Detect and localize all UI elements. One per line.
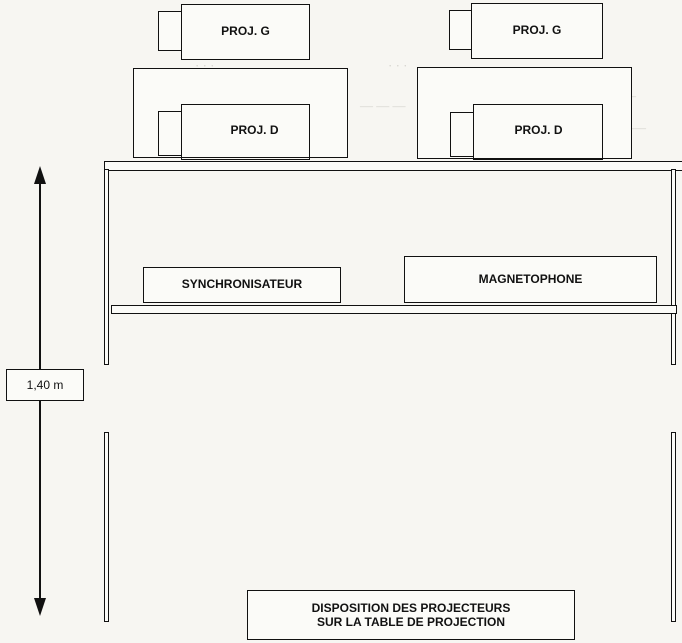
right-bottom-inner-projector: PROJ. D xyxy=(473,104,603,160)
right-bottom-lens xyxy=(450,112,474,157)
diagram-caption: DISPOSITION DES PROJECTEURS SUR LA TABLE… xyxy=(247,590,575,640)
table-right-leg-upper xyxy=(671,169,676,365)
height-label-box: 1,40 m xyxy=(6,369,84,401)
table-shelf xyxy=(111,305,677,314)
right-bottom-projector-label: PROJ. D xyxy=(514,123,563,138)
caption-line-2: SUR LA TABLE DE PROJECTION xyxy=(316,615,505,629)
left-top-lens xyxy=(158,11,182,51)
magnetophone-label: MAGNETOPHONE xyxy=(478,271,583,286)
synchronisateur-box: SYNCHRONISATEUR xyxy=(143,267,341,303)
left-bottom-projector-label: PROJ. D xyxy=(230,123,279,138)
background-bleed-through: · · · xyxy=(388,58,408,73)
caption-line-1: DISPOSITION DES PROJECTEURS xyxy=(311,600,511,615)
table-left-leg-upper xyxy=(104,169,109,365)
table-top-board xyxy=(104,161,682,171)
table-left-leg-lower xyxy=(104,432,109,622)
background-bleed-through: — — — xyxy=(360,98,406,113)
synchronisateur-label: SYNCHRONISATEUR xyxy=(181,277,303,292)
left-top-projector-label: PROJ. G xyxy=(221,24,270,39)
left-top-projector: PROJ. G xyxy=(181,4,310,60)
magnetophone-box: MAGNETOPHONE xyxy=(404,256,657,303)
table-right-leg-lower xyxy=(671,432,676,622)
right-top-lens xyxy=(449,10,472,50)
right-top-projector: PROJ. G xyxy=(471,3,603,59)
height-label: 1,40 m xyxy=(26,378,64,392)
right-top-projector-label: PROJ. G xyxy=(512,23,562,38)
left-bottom-lens xyxy=(158,111,182,156)
left-bottom-inner-projector: PROJ. D xyxy=(181,104,310,160)
